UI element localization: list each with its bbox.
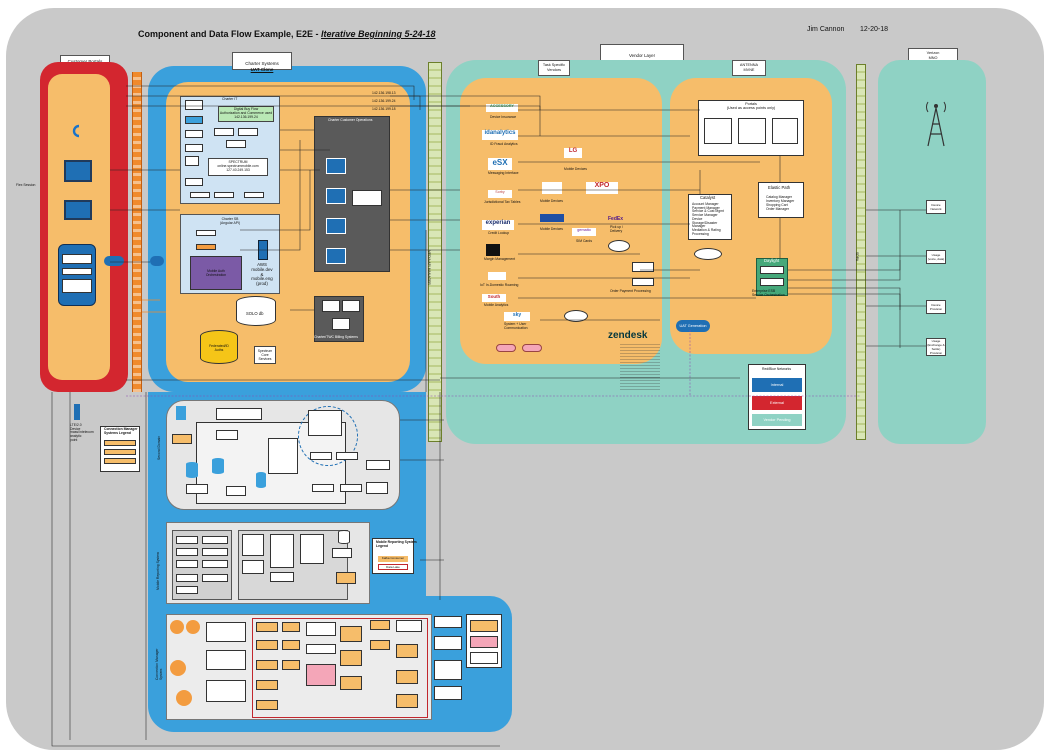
verizon-item-4: Usage (Exchange & Settle) Provision — [926, 338, 946, 356]
flex-pill-2 — [150, 256, 164, 266]
elastic-path-label: Elastic Path — [768, 185, 791, 190]
apple-devices-label: Mobile Devices — [540, 199, 563, 203]
dashed-transport-bar — [132, 72, 142, 392]
ip-label-3: 142.136.199.18 — [372, 107, 396, 111]
ip-label-1: 142.136.198.13 — [372, 91, 396, 95]
spectrum-core-services: Spectrum Core Services — [254, 346, 276, 364]
legend-kafka-consumer: Kafka Consumer — [378, 556, 408, 562]
xpo-logo: XPO — [586, 182, 618, 194]
daylight-label: Daylight — [764, 258, 780, 263]
legend-vendor-pending: Vendor Pending — [752, 414, 802, 426]
idanalytics-logo: idanalytics — [482, 130, 518, 140]
zendesk-ticket-lines — [620, 344, 660, 390]
tower-icon-left — [74, 404, 80, 420]
mobile-reporting-legend-title: Mobile Reporting System Legend — [376, 540, 417, 548]
device-insurance-label: Device Insurance — [490, 115, 517, 119]
verizon-item-3: Device Provision — [926, 300, 946, 314]
flex-pill — [104, 256, 124, 266]
diagram-title: Component and Data Flow Example, E2E - I… — [138, 29, 436, 39]
diagram-date: 12-20-18 — [860, 26, 889, 33]
mobile-analytics-label: Mobile Analytics — [484, 303, 509, 307]
charter-twc-billing-label: Charter/TWC Billing Systems — [314, 335, 358, 339]
southwinds-logo: South — [482, 294, 506, 302]
aws-mobile-label: AWS mobile.dev & mobile.eng (prod) — [251, 262, 273, 286]
system-user-comm-label: System + User Communication — [504, 322, 528, 330]
phone-icon — [72, 124, 82, 138]
mobile-auth-label: Mobile Auth Orchestration — [205, 269, 227, 277]
media-api-bar — [428, 62, 442, 442]
catalyst-box — [688, 194, 732, 240]
ip-label-2: 142.136.199.24 — [372, 99, 396, 103]
sorby-logo: Sorby — [488, 190, 512, 198]
elastic-path-box — [758, 182, 804, 218]
portals-label: Portals (Used as access points only) — [726, 102, 776, 110]
catalyst-list: Account Manager Payment Manager Service … — [692, 202, 724, 236]
connection-manager-legend-title: Connection Manager Systems Legend — [104, 427, 138, 435]
charter-sb-label: Charter SB (Angular API) — [219, 217, 241, 225]
lg-devices-label: Mobile Devices — [564, 167, 587, 171]
solo-db-label: SOLO db — [246, 311, 264, 316]
federated-auths-label: Federated/ID Auths — [209, 344, 229, 352]
uat-generation-pill: UAT Generation — [676, 320, 710, 332]
flex-session-label: Flex Session — [16, 183, 36, 187]
credit-lookup-label: Credit Lookup — [488, 231, 510, 235]
legend-external: External — [752, 396, 802, 410]
verizon-item-2: Usage (voice, data) — [926, 250, 946, 264]
messaging-interface-label: Messaging Interface — [488, 171, 519, 175]
sdpa-bar — [856, 64, 866, 440]
zendesk-logo: zendesk — [608, 330, 648, 341]
legend-data-lake: Data Lake — [378, 564, 408, 570]
sim-cards-label: SIM Cards — [576, 239, 593, 243]
lte-device-label: LTE/2.0 Device mass/\ntelecom analytic p… — [70, 423, 94, 442]
legend-internal: Internal — [752, 378, 802, 392]
id-fraud-label: ID Fraud Analytics — [490, 142, 518, 146]
order-payment-label: Order Payment Processing — [610, 289, 651, 293]
apple-logo — [542, 182, 562, 194]
experian-logo: experian — [482, 220, 514, 230]
charter-customer-operations-label: Charter Customer Operations — [328, 118, 373, 122]
federated-auths-cylinder — [200, 330, 238, 364]
digital-buy-flow: Digital Buy Flow Authorization and Comme… — [218, 106, 274, 122]
gemalto-logo: gemalto — [572, 228, 596, 236]
esx-logo: eSX — [488, 158, 512, 170]
elastic-path-list: Catalog Manager Inventory Manager Shoppi… — [766, 195, 795, 211]
networks-legend-title: Red/Blue Networks — [762, 367, 792, 371]
solo-db-cylinder — [236, 296, 276, 326]
tmo-logo — [486, 244, 500, 256]
charter-it-label: Charter IT — [222, 97, 238, 101]
desktop-icon — [64, 160, 92, 182]
iot-roaming-label: IoT In-Domestic Roaming — [480, 283, 519, 287]
enterprise-esb-label: Enterprise ESB Service Orchestration — [752, 289, 785, 297]
skypoint-logo: sky — [504, 312, 530, 321]
laptop-icon — [64, 200, 92, 220]
daylight-box — [756, 258, 788, 296]
dashed-focus-region — [298, 406, 358, 466]
author-name: Jim Cannon — [807, 26, 845, 33]
pink-pill-2 — [522, 344, 542, 352]
mobile-auth-orchestration — [190, 256, 242, 290]
antenna-mvne-label: ANTENNA MVNE — [732, 60, 766, 76]
pink-pill-1 — [496, 344, 516, 352]
spectrum-mobile-box: SPECTRUM online.spectrummobile.com 127.4… — [208, 158, 268, 176]
lg-logo: LG — [564, 148, 582, 158]
catalyst-label: Catalyst — [700, 195, 716, 200]
fedex-logo: FedEx — [608, 216, 624, 222]
verizon-tower-icon — [922, 98, 950, 148]
pickup-delivery-label: Pick up / Delivery — [610, 225, 624, 233]
samsung-logo — [540, 214, 564, 222]
samsung-devices-label: Mobile Devices — [540, 227, 563, 231]
margin-mgmt-label: Margin Management — [484, 257, 516, 261]
task-specific-vendors-label: Task Specific Vendors — [538, 60, 570, 76]
verizon-item-1: Device Network — [926, 200, 946, 214]
iq-logo — [488, 272, 506, 280]
tax-tables-label: Jurisdictional Tax Tables — [484, 200, 521, 204]
